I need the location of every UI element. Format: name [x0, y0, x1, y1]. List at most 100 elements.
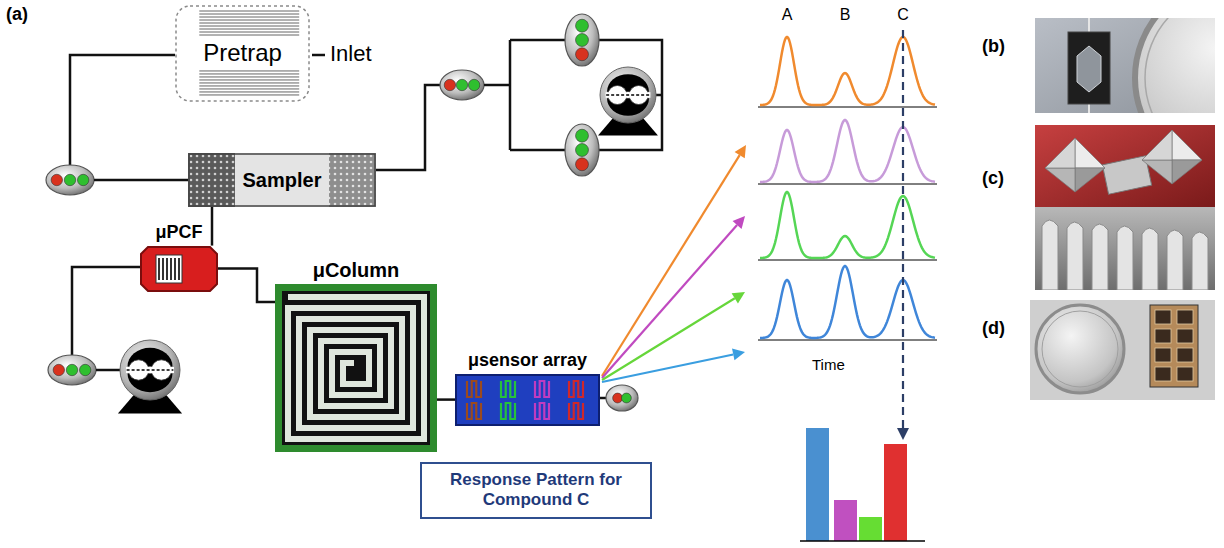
- box-label: Response Pattern for Compound C: [432, 470, 640, 511]
- sampler-bed: [329, 153, 376, 207]
- valve-dot: [613, 393, 623, 403]
- panel-letter: (b): [982, 36, 1005, 57]
- pcf-heater: [156, 255, 182, 283]
- chip-sensor: [1177, 329, 1193, 343]
- sem-pillar: [1117, 226, 1133, 290]
- signal-arrow: [602, 145, 746, 376]
- pretrap-bed: [199, 94, 299, 95]
- sensor-resistor: [569, 403, 583, 419]
- coin: [1036, 305, 1124, 393]
- valve-symbol: [46, 165, 94, 195]
- sensor-box: μsensor array: [455, 350, 600, 426]
- pcf-stripe: [170, 258, 172, 280]
- column-shape: [275, 284, 437, 452]
- sem-pillar: [1042, 220, 1058, 290]
- pcf-stripe: [178, 258, 180, 280]
- part-heading: μsensor array: [468, 350, 587, 372]
- tube-line: [94, 179, 188, 182]
- pcf-body: [141, 247, 217, 291]
- chip-sensor: [1155, 348, 1171, 362]
- figure-label: Inlet: [330, 41, 372, 66]
- figure-label: Time: [812, 356, 845, 373]
- response-bar: [859, 517, 882, 541]
- tube-line: [656, 94, 662, 97]
- pump-membrane: [127, 369, 174, 371]
- valve-dot: [576, 129, 589, 142]
- sensor-resistor: [501, 381, 515, 397]
- valve-dot: [576, 48, 589, 61]
- chromatogram: [758, 266, 937, 340]
- valve-dot: [456, 79, 467, 90]
- valve-body: [565, 124, 599, 176]
- valve-dot: [80, 364, 91, 375]
- pcf-figure: [140, 246, 218, 292]
- pcf-stripe: [166, 258, 168, 280]
- chip-sensor: [1155, 329, 1171, 343]
- pretrap-box: Pretrap: [175, 5, 310, 102]
- baseline: [758, 184, 937, 185]
- column-chip: [282, 291, 430, 445]
- peak-label: B: [840, 6, 851, 24]
- illustration: [46, 0, 1224, 541]
- valve-dot: [621, 393, 631, 403]
- tube-line: [312, 54, 325, 57]
- coin: [1135, 18, 1215, 113]
- pyramid-facet: [1142, 160, 1172, 184]
- tube-line: [376, 85, 440, 170]
- pyramid-facet: [1045, 168, 1075, 192]
- arrow-shaft: [602, 225, 737, 378]
- pump-band: [126, 367, 174, 373]
- valve-symbol: [606, 385, 638, 411]
- pyramid-facet: [1075, 168, 1105, 192]
- valve-symbol: [565, 124, 599, 176]
- arrow-shaft: [602, 155, 740, 376]
- column-channel: [288, 297, 424, 439]
- sensor-chip: [456, 375, 599, 425]
- pcf-stripe: [158, 258, 160, 280]
- pretrap-bed: [199, 85, 299, 86]
- pretrap-bed: [199, 23, 299, 24]
- tube-line: [510, 39, 565, 42]
- sensor-resistor: [501, 403, 515, 419]
- tube-line: [509, 40, 512, 150]
- valve-symbol: [48, 355, 96, 385]
- valve-symbol: [440, 70, 484, 100]
- pretrap-bed: [199, 29, 299, 30]
- coin-rim: [1042, 311, 1118, 387]
- tube-line: [484, 84, 510, 87]
- trace-line: [760, 120, 935, 182]
- sensor-resistor: [467, 403, 481, 419]
- pretrap-bed: [199, 91, 299, 92]
- valve-dot: [66, 364, 77, 375]
- photo-ground: [1030, 300, 1215, 400]
- sem-ground: [1035, 207, 1215, 290]
- pretrap-bed: [199, 70, 299, 71]
- bar-chart: [800, 428, 925, 541]
- valve-body: [46, 165, 94, 195]
- tube-line: [96, 369, 120, 372]
- valve-dot: [53, 364, 64, 375]
- trace-line: [760, 192, 935, 258]
- baseline: [758, 340, 937, 341]
- pyramid-facet: [1172, 160, 1202, 184]
- tube-line: [599, 40, 662, 150]
- panel-letter: (a): [6, 4, 28, 25]
- panel-letter: (c): [982, 168, 1004, 189]
- sem-pillar: [1192, 232, 1208, 290]
- chip-body: [1068, 32, 1110, 104]
- tube-connector: [211, 207, 214, 246]
- sem-pillar: [1167, 230, 1183, 290]
- pretrap-bed: [199, 73, 299, 74]
- valve-dot: [64, 174, 75, 185]
- photo-ground: [1035, 125, 1215, 207]
- panel-letter: (d): [982, 318, 1005, 339]
- pretrap-bed: [199, 32, 299, 33]
- pretrap-bed: [199, 14, 299, 15]
- box-label: Sampler: [239, 168, 326, 192]
- peak-label: A: [782, 6, 793, 24]
- baseline: [758, 107, 937, 108]
- chip-body: [1150, 305, 1198, 387]
- box-label: Pretrap: [203, 39, 282, 68]
- chip-sensor: [1177, 367, 1193, 381]
- pretrap-bed: [199, 35, 299, 36]
